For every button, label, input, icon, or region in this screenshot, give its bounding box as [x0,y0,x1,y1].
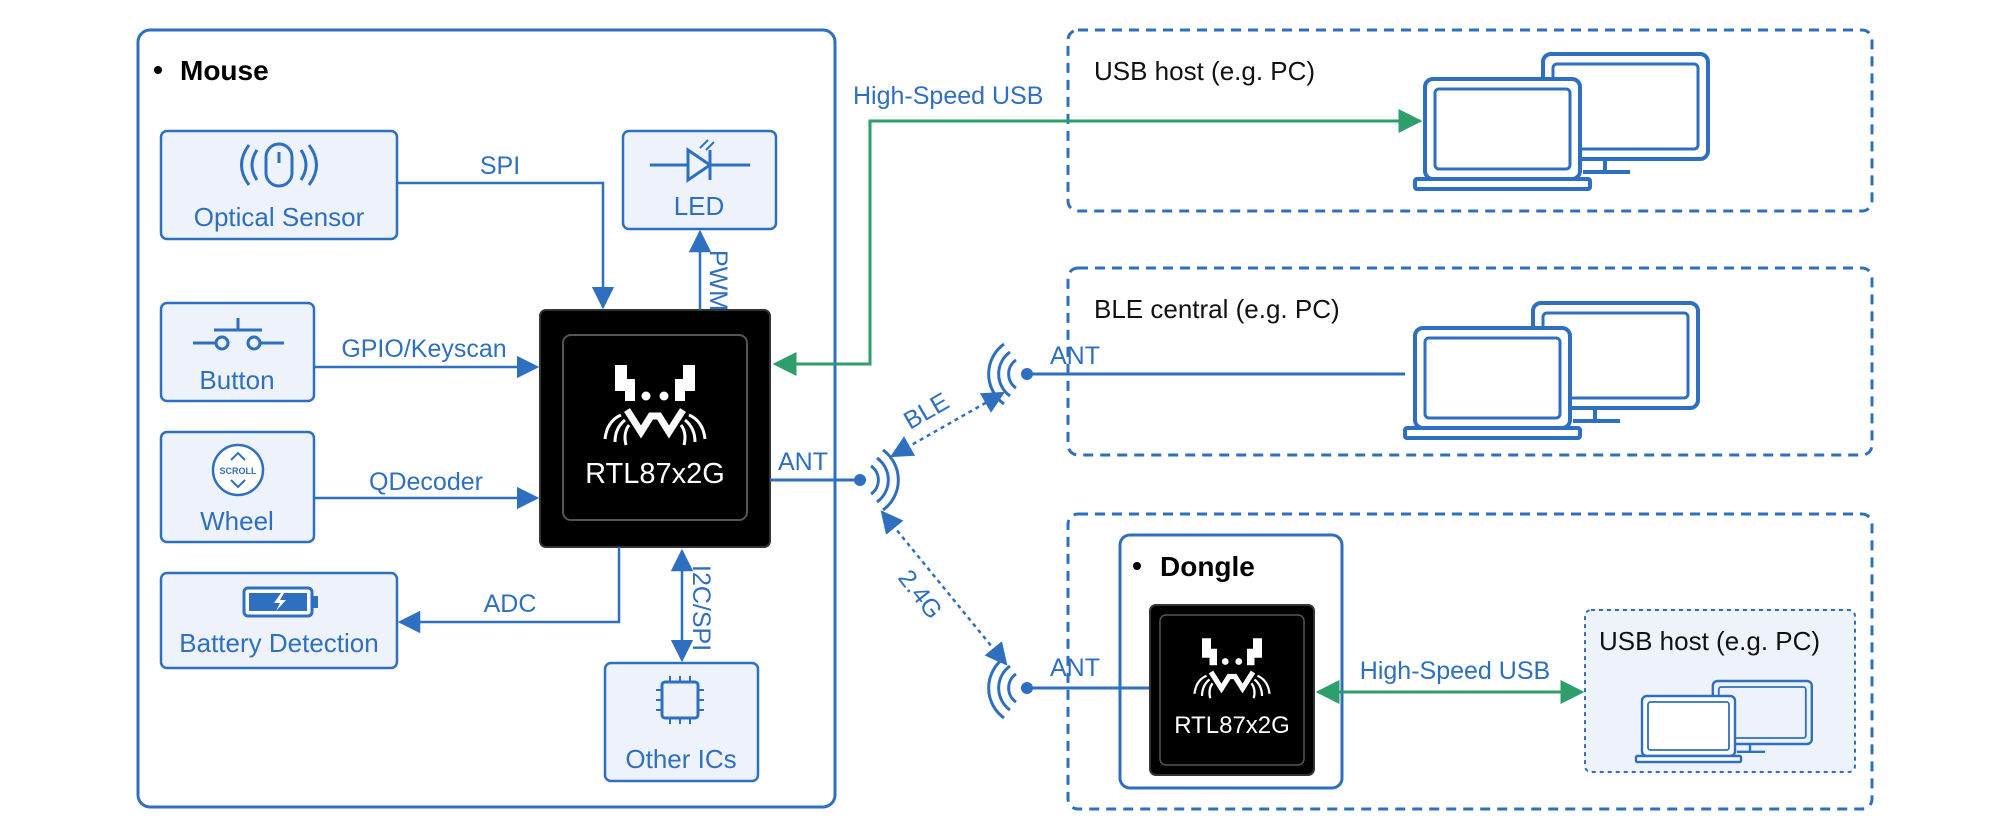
ble-central-antenna: ANT [987,342,1405,406]
wheel-label: Wheel [200,506,274,536]
link-pwm: PWM [688,229,732,311]
mouse-antenna-icon [852,448,900,512]
link-spi: SPI [397,152,615,310]
link-i2c-spi: I2C/SPI [670,548,715,663]
ble-link-label: BLE [899,387,954,435]
ble-central-antenna-icon [987,342,1035,406]
led-label: LED [674,191,725,221]
high-speed-usb-label: High-Speed USB [853,82,1043,110]
ble-central-ant-label: ANT [1050,342,1100,370]
switch-icon [193,318,284,351]
dongle-chip-label: RTL87x2G [1174,712,1290,739]
battery-block: Battery Detection [159,571,399,670]
button-label: Button [199,365,274,395]
link-adc-label: ADC [484,590,537,618]
scroll-icon-text: SCROLL [220,466,258,476]
ble-central-computers-icon [1403,301,1700,440]
link-qdecoder: QDecoder [314,468,540,510]
other-ics-block: Other ICs [603,661,760,783]
other-ics-label: Other ICs [625,744,736,774]
link-gpio-label: GPIO/Keyscan [341,335,506,363]
chip-label: RTL87x2G [585,458,725,490]
dongle-title: Dongle [1160,551,1255,582]
dongle-region [1066,512,1874,811]
usb-host-computers-icon [1413,52,1710,191]
battery-label: Battery Detection [179,628,378,658]
g24-wireless-link: 2.4G [880,510,1008,666]
link-qdecoder-label: QDecoder [369,468,483,496]
high-speed-usb-link: High-Speed USB [772,82,1423,376]
g24-link-label: 2.4G [892,564,947,624]
dongle-antenna-icon [987,656,1035,720]
link-spi-label: SPI [480,152,520,180]
dongle-usb-link: High-Speed USB [1315,657,1585,704]
led-block: LED [621,129,778,231]
mouse-title-bullet [154,66,162,74]
dongle-ant-label: ANT [1050,654,1100,682]
battery-icon [242,586,318,618]
dongle-usb-host: USB host (e.g. PC) [1584,609,1856,773]
optical-sensor-block: Optical Sensor [159,129,399,241]
link-pwm-label: PWM [704,250,732,311]
link-i2c-spi-label: I2C/SPI [687,565,715,651]
dongle-chip: RTL87x2G [1149,604,1315,776]
mouse-sensor-icon [240,142,318,188]
ic-chip-icon [656,676,704,724]
scroll-wheel-icon: SCROLL [211,443,265,497]
mouse-antenna: ANT [770,448,900,512]
optical-sensor-label: Optical Sensor [194,202,365,232]
dongle-usb-label: High-Speed USB [1360,657,1550,685]
rtl87x2g-chip: RTL87x2G [539,309,771,548]
mouse-title: Mouse [180,55,269,86]
diode-icon [650,139,750,183]
dongle-usb-host-label: USB host (e.g. PC) [1599,626,1820,656]
ble-wireless-link: BLE [890,387,1005,458]
button-block: Button [159,301,316,403]
ble-central-label: BLE central (e.g. PC) [1094,294,1340,324]
link-adc: ADC [397,547,621,634]
mouse-ant-label: ANT [778,448,828,476]
dongle-title-bullet [1133,562,1141,570]
usb-host-label: USB host (e.g. PC) [1094,56,1315,86]
ble-central-region [1066,266,1874,457]
link-gpio: GPIO/Keyscan [314,335,540,379]
wheel-block: SCROLL Wheel [159,430,316,544]
